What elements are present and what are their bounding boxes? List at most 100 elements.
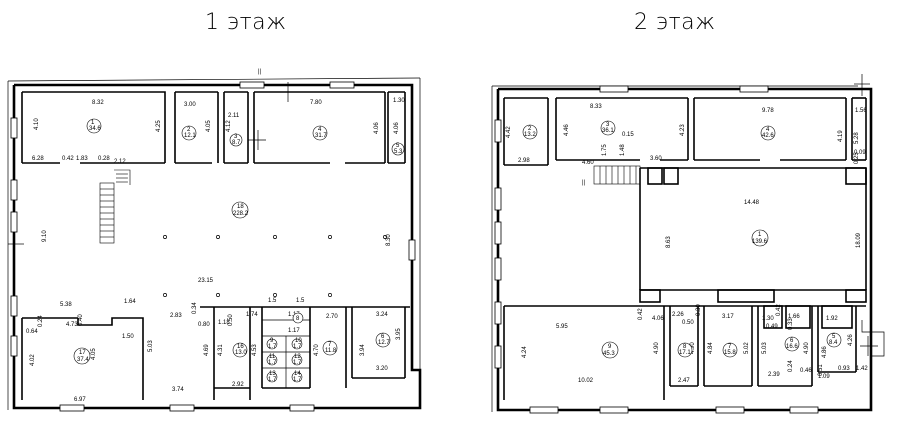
dim: 1.42 bbox=[856, 366, 868, 372]
dim: 4.90 bbox=[690, 342, 696, 354]
dim: 0.42 bbox=[638, 308, 644, 320]
floor-1-stairs bbox=[99, 169, 131, 244]
room-tag: 431.7 bbox=[312, 125, 327, 141]
svg-text:7: 7 bbox=[728, 344, 732, 350]
svg-text:12.7: 12.7 bbox=[378, 340, 390, 346]
room-tag: 111.7 bbox=[266, 354, 278, 366]
dim: 0.24 bbox=[38, 315, 44, 327]
room-tag: 38.7 bbox=[229, 133, 243, 147]
svg-text:11: 11 bbox=[269, 354, 276, 360]
svg-text:8: 8 bbox=[296, 316, 300, 322]
room-tag: 134.6 bbox=[86, 118, 101, 134]
dim: 4.23 bbox=[680, 124, 686, 136]
dim: 1.74 bbox=[246, 312, 258, 318]
dim: 1.17 bbox=[288, 328, 300, 334]
dim: 4.10 bbox=[34, 118, 40, 130]
room-tag: 711.8 bbox=[322, 340, 338, 356]
dim: 4.26 bbox=[848, 334, 854, 346]
svg-text:12: 12 bbox=[294, 354, 301, 360]
dim: 1.64 bbox=[124, 299, 136, 305]
floor-2-dimensions: 8.33 9.78 1.56 4.42 4.46 0.15 4.23 4.19 … bbox=[506, 104, 868, 384]
floor-2-main-hall bbox=[639, 167, 867, 303]
room-tag: 612.7 bbox=[375, 332, 390, 348]
room-tag: 616.6 bbox=[784, 336, 800, 352]
dim: 5.28 bbox=[854, 132, 860, 144]
svg-text:17: 17 bbox=[79, 350, 86, 356]
room-tag: 213.2 bbox=[522, 124, 538, 140]
svg-text:2: 2 bbox=[187, 127, 191, 133]
dim: 4.70 bbox=[314, 344, 320, 356]
dim: 4.06 bbox=[374, 122, 380, 134]
svg-text:14: 14 bbox=[294, 371, 301, 377]
svg-text:10: 10 bbox=[295, 338, 302, 344]
svg-text:5: 5 bbox=[832, 334, 836, 340]
dim: 0.40 bbox=[78, 314, 84, 326]
floor-1-site-line bbox=[7, 77, 421, 82]
floor-1-plan: || bbox=[7, 69, 422, 412]
svg-text:45.3: 45.3 bbox=[603, 351, 615, 357]
room-tag: 945.3 bbox=[601, 341, 619, 359]
dim: 1.09 bbox=[818, 374, 830, 380]
dim: 1.18 bbox=[218, 320, 230, 326]
dim: 1.50 bbox=[122, 334, 134, 340]
floor-2-stairs bbox=[593, 165, 641, 185]
svg-text:8: 8 bbox=[683, 344, 687, 350]
dim: 8.32 bbox=[92, 100, 104, 106]
svg-text:9: 9 bbox=[270, 338, 274, 344]
room-tag: 55.3 bbox=[391, 142, 405, 156]
svg-text:16: 16 bbox=[237, 344, 244, 350]
dim: 10.02 bbox=[578, 378, 594, 384]
svg-text:34.6: 34.6 bbox=[89, 126, 101, 132]
svg-text:42.6: 42.6 bbox=[762, 133, 774, 139]
dim: 2.11 bbox=[228, 113, 240, 119]
dim: 14.48 bbox=[744, 200, 760, 206]
dim: 8.63 bbox=[666, 236, 672, 248]
room-tag: 101.7 bbox=[291, 338, 302, 350]
dim: 6.28 bbox=[32, 156, 44, 162]
dim: 0.24 bbox=[788, 360, 794, 372]
dim: 1.56 bbox=[855, 108, 867, 114]
dim: 1.75 bbox=[602, 144, 608, 156]
dim: 1.5 bbox=[296, 298, 305, 304]
dim: 5.03 bbox=[762, 342, 768, 354]
svg-text:1.7: 1.7 bbox=[268, 344, 277, 350]
dim: 4.46 bbox=[564, 124, 570, 136]
floor-2-top-rooms bbox=[503, 97, 867, 166]
dim: 4.05 bbox=[206, 120, 212, 132]
dim: 0.28 bbox=[98, 156, 110, 162]
room-tag: 817.1 bbox=[677, 342, 693, 358]
dim: 9.10 bbox=[42, 230, 48, 242]
dim: 0.50 bbox=[228, 314, 234, 326]
room-tag: 131.7 bbox=[266, 371, 278, 383]
svg-text:228.2: 228.2 bbox=[233, 211, 249, 217]
dim: 4.05 bbox=[91, 348, 97, 360]
dim: 5.38 bbox=[60, 302, 72, 308]
dim: 0.30 bbox=[696, 304, 702, 316]
dim: 2.26 bbox=[672, 312, 684, 318]
svg-text:11.8: 11.8 bbox=[325, 348, 337, 354]
floor-1-title: 1 этаж bbox=[205, 10, 287, 35]
dim: 0.15 bbox=[622, 132, 634, 138]
floor-1-bottom-rooms bbox=[21, 306, 410, 400]
dim: 0.93 bbox=[838, 366, 850, 372]
dim: 1.48 bbox=[620, 144, 626, 156]
dim: 4.02 bbox=[30, 354, 36, 366]
dim: 4.53 bbox=[252, 344, 258, 356]
floor-2-bottom-rooms bbox=[503, 305, 866, 400]
dim: 8.33 bbox=[590, 104, 602, 110]
svg-text:139.6: 139.6 bbox=[752, 239, 768, 245]
room-tag: 336.1 bbox=[600, 120, 616, 136]
dim: 9.78 bbox=[762, 108, 774, 114]
floor-2-plan: || bbox=[491, 74, 885, 414]
dim: 3.20 bbox=[376, 366, 388, 372]
floor-1-columns bbox=[163, 235, 387, 297]
dim: 4.90 bbox=[654, 342, 660, 354]
room-tag: 58.4 bbox=[826, 332, 842, 348]
dim: 4.24 bbox=[522, 346, 528, 358]
dim: 23.15 bbox=[198, 278, 214, 284]
svg-text:13.0: 13.0 bbox=[235, 350, 247, 356]
